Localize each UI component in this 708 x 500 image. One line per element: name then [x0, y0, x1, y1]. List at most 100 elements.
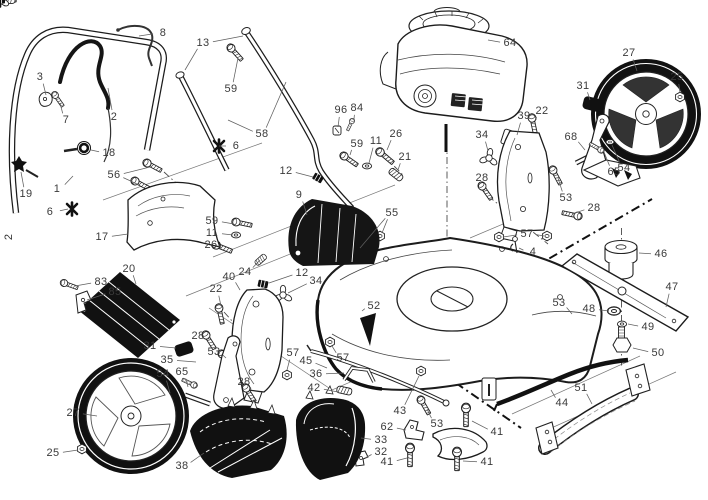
mower-deck — [315, 236, 603, 401]
trail-shield — [190, 396, 287, 478]
leader-line-31 — [587, 92, 591, 101]
leader-line-35 — [176, 360, 197, 363]
blade-bolt — [612, 326, 632, 353]
deck-hardware — [213, 163, 584, 326]
leader-line-31 — [159, 346, 177, 349]
leader-line-27 — [82, 413, 98, 417]
leader-line-53 — [426, 408, 432, 419]
leader-line-56 — [123, 177, 140, 186]
leader-line-85 — [86, 293, 106, 301]
leader-line-65 — [185, 378, 189, 388]
leader-line-33 — [360, 437, 372, 440]
leader-line-18 — [90, 149, 100, 153]
leader-line-36 — [325, 372, 345, 375]
leader-line-59 — [349, 149, 352, 156]
leader-line-58 — [227, 119, 253, 132]
leader-line-34 — [287, 283, 307, 294]
right-wheel — [591, 59, 701, 169]
left-wheel-adjuster — [164, 335, 245, 409]
pin-assembly — [510, 236, 518, 254]
leader-line-53 — [222, 354, 227, 359]
leader-line-38 — [190, 452, 205, 463]
leader-line-19 — [20, 171, 25, 188]
leader-line-83 — [74, 282, 92, 287]
leader-line-39 — [516, 122, 521, 136]
rope-guide-knob — [11, 156, 39, 178]
height-adjuster — [306, 344, 450, 407]
leader-line-55 — [381, 219, 388, 234]
leader-line-28 — [207, 336, 211, 339]
leader-line-34 — [485, 141, 489, 152]
leader-line-57 — [502, 234, 518, 238]
leader-line-1 — [64, 175, 74, 185]
engine — [379, 7, 528, 152]
leader-line-3 — [42, 83, 47, 96]
leader-line-96 — [337, 116, 340, 128]
blade-assembly — [560, 239, 690, 353]
leader-line-65 — [603, 151, 610, 166]
cable-clamp — [403, 419, 425, 441]
deck-decal — [360, 313, 376, 346]
leader-line-59 — [221, 221, 235, 225]
leader-line-54 — [611, 144, 620, 162]
bold-axis-lines — [439, 198, 653, 429]
leader-line-57 — [331, 345, 337, 353]
rear-skirt — [493, 357, 629, 412]
blade-adapter — [604, 239, 638, 280]
leader-line-13 — [212, 35, 244, 43]
leader-line-50 — [632, 347, 649, 352]
leader-line-44 — [550, 389, 556, 398]
leader-line-46 — [638, 252, 652, 255]
leader-line-51 — [586, 393, 593, 405]
leader-line-21 — [397, 163, 401, 171]
leader-line-6 — [59, 208, 69, 212]
leader-line-53 — [566, 307, 573, 315]
leader-line-17 — [111, 233, 129, 237]
left-support-bracket — [199, 288, 335, 405]
leader-line-20 — [132, 275, 137, 285]
leader-line-42 — [323, 388, 339, 393]
chute-bracket — [432, 427, 488, 461]
leader-line-9 — [302, 201, 308, 216]
lower-handle — [175, 27, 355, 210]
leader-line-59 — [232, 57, 239, 83]
front-baffle — [58, 272, 180, 358]
blade — [560, 253, 690, 332]
leader-line-57 — [536, 234, 545, 237]
right-wheel-adjuster — [574, 91, 685, 187]
leader-line-40 — [235, 282, 241, 291]
leader-line-57 — [286, 359, 291, 371]
leader-line-25 — [678, 83, 681, 94]
leader-line-41 — [396, 457, 408, 461]
handle-knob — [63, 141, 91, 155]
leader-line-41 — [471, 420, 488, 430]
rear-support-bracket — [535, 363, 651, 455]
leader-line-22 — [218, 295, 222, 307]
leader-line-47 — [665, 293, 670, 308]
leader-line-55 — [359, 217, 386, 249]
leader-line-41 — [462, 460, 478, 463]
upper-handle — [8, 24, 167, 214]
handle-hardware — [11, 89, 254, 256]
leader-line-8 — [138, 33, 154, 37]
leader-line-2 — [107, 87, 113, 111]
leader-line-56 — [123, 166, 151, 174]
left-wheel — [73, 358, 189, 474]
leader-line-68 — [578, 141, 586, 151]
cable-clip-icon — [0, 0, 5, 4]
leader-line-64 — [487, 39, 501, 43]
page-number: 2 — [3, 233, 16, 241]
leader-line-32 — [364, 454, 372, 459]
right-support-bracket — [496, 130, 550, 242]
leader-line-24 — [252, 259, 261, 268]
leader-line-12 — [295, 172, 314, 178]
leader-line-49 — [627, 323, 639, 327]
leader-line-13 — [184, 48, 198, 71]
leader-line-26 — [386, 139, 392, 151]
leader-line-48 — [598, 309, 610, 312]
leader-line-7 — [59, 102, 64, 114]
leader-line-52 — [361, 308, 366, 312]
